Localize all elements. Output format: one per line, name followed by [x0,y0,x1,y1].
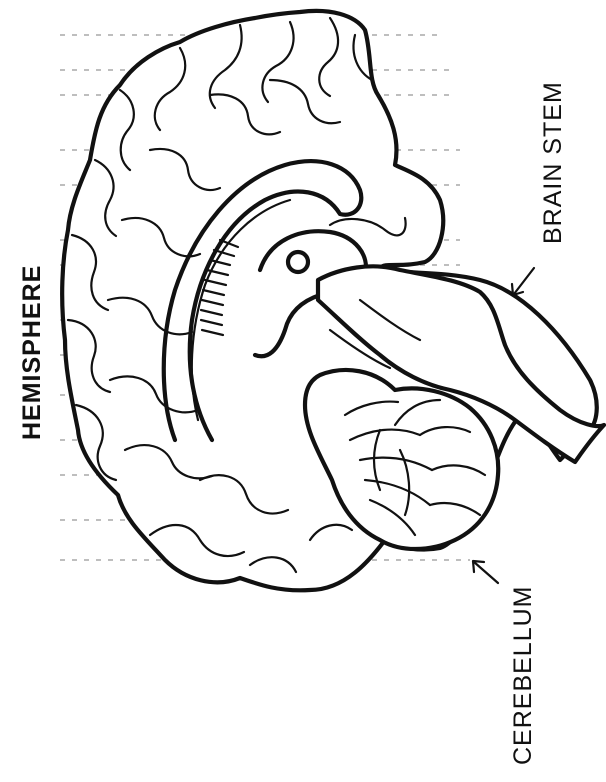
cerebellum-arrow-icon [473,561,498,583]
hemisphere-label: HEMISPHERE [20,265,45,440]
brain-stem-arrow-icon [512,268,534,295]
brain-stem-label: BRAIN STEM [541,81,566,244]
cerebellum-label: CEREBELLUM [511,586,536,766]
